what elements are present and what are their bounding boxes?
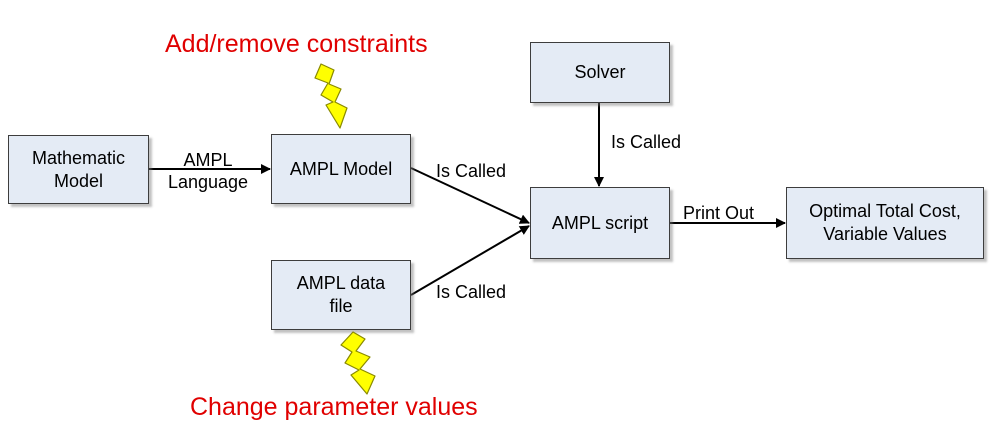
ampl-script-box: AMPL script — [530, 187, 670, 259]
mathematic-model-box: Mathematic Model — [8, 135, 149, 204]
data-is-called-label: Is Called — [436, 282, 507, 302]
arrow-model-to-script — [410, 167, 530, 224]
solver-box: Solver — [530, 42, 670, 103]
add-remove-constraints-callout: Add/remove constraints — [165, 30, 428, 58]
output-box: Optimal Total Cost, Variable Values — [786, 187, 984, 259]
lightning-bolt-icon — [314, 63, 348, 129]
ampl-language-label: AMPL Language — [167, 150, 249, 192]
print-out-label: Print Out — [683, 203, 755, 223]
arrow-data-to-script — [410, 225, 530, 296]
lightning-bolt-icon — [340, 331, 376, 395]
solver-is-called-label: Is Called — [611, 132, 682, 152]
model-is-called-label: Is Called — [436, 161, 507, 181]
ampl-data-file-box: AMPL data file — [271, 260, 411, 330]
change-parameter-values-callout: Change parameter values — [190, 393, 478, 421]
ampl-model-box: AMPL Model — [271, 134, 411, 204]
